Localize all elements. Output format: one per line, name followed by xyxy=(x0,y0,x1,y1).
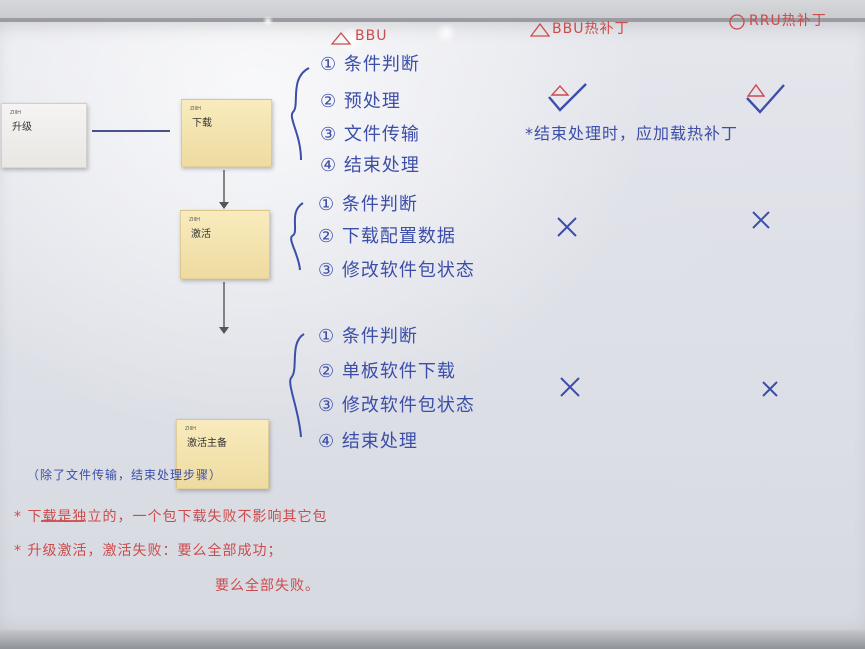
activate-step-1: ① 条件判断 xyxy=(318,194,418,215)
rru-patch-check xyxy=(746,84,785,114)
download-note-label: 下载 xyxy=(192,118,212,129)
activate-note-label: 激活 xyxy=(191,229,211,240)
download-steps-bracket xyxy=(290,67,310,161)
wall-top xyxy=(0,0,865,22)
final-step-3: ③ 修改软件包状态 xyxy=(318,395,475,416)
activate-note-brand: ZIIIH xyxy=(189,217,200,223)
independent-download-note: * 下载是独立的，一个包下载失败不影响其它包 xyxy=(14,509,328,525)
final-step-2: ② 单板软件下载 xyxy=(318,361,456,382)
patch-loading-note: *结束处理时，应加载热补丁 xyxy=(525,124,739,143)
activate-step-2: ② 下载配置数据 xyxy=(318,226,456,247)
rru-triangle-mark xyxy=(746,83,766,97)
activate-steps-bracket xyxy=(290,202,304,271)
activate-step-3: ③ 修改软件包状态 xyxy=(318,260,475,281)
final-bbu-cross xyxy=(560,377,580,397)
download-step-1: ① 条件判断 xyxy=(320,54,420,75)
rollback-note-brand: ZIIIH xyxy=(185,426,196,432)
final-rru-cross xyxy=(762,381,778,397)
activate-final-arrowhead xyxy=(219,327,229,334)
rollback-note-label: 激活主备 xyxy=(187,438,227,449)
upgrade-note-brand: ZIIIH xyxy=(10,110,21,116)
ceiling-light-reflection-2 xyxy=(436,22,456,44)
header-bbu-patch: BBU热补丁 xyxy=(552,21,630,37)
final-step-4: ④ 结束处理 xyxy=(318,431,418,452)
upgrade-note-label: 升级 xyxy=(12,122,32,133)
header-bbu-steps: BBU xyxy=(355,28,388,44)
left-side-note: （除了文件传输，结束处理步骤） xyxy=(27,468,223,482)
header-bbu-patch-triangle xyxy=(529,22,551,37)
download-note-brand: ZIIIH xyxy=(190,106,201,112)
bbu-patch-check xyxy=(548,83,587,112)
activate-note: ZIIIH 激活 xyxy=(180,210,270,279)
bbu-triangle-mark xyxy=(550,84,570,96)
download-step-2: ② 预处理 xyxy=(320,91,401,112)
marker-tray xyxy=(0,630,865,649)
activate-bbu-cross xyxy=(557,217,577,237)
header-rru-patch: RRU热补丁 xyxy=(749,13,827,29)
activation-result-note-line-2: 要么全部失败。 xyxy=(215,578,320,594)
activate-rru-cross xyxy=(752,211,770,229)
activation-result-note: * 升级激活，激活失败：要么全部成功； xyxy=(14,543,283,559)
download-note: ZIIIH 下载 xyxy=(181,99,272,167)
upgrade-note: ZIIIH 升级 xyxy=(1,103,87,168)
ceiling-light-reflection-3 xyxy=(262,16,274,26)
download-activate-arrowhead xyxy=(219,202,229,209)
download-step-3: ③ 文件传输 xyxy=(320,124,420,145)
final-step-1: ① 条件判断 xyxy=(318,326,418,347)
rollback-note: ZIIIH 激活主备 xyxy=(176,419,269,489)
header-rru-patch-circle xyxy=(729,14,745,30)
download-step-4: ④ 结束处理 xyxy=(320,155,420,176)
header-bbu-triangle xyxy=(330,31,352,45)
final-steps-bracket xyxy=(289,333,305,438)
